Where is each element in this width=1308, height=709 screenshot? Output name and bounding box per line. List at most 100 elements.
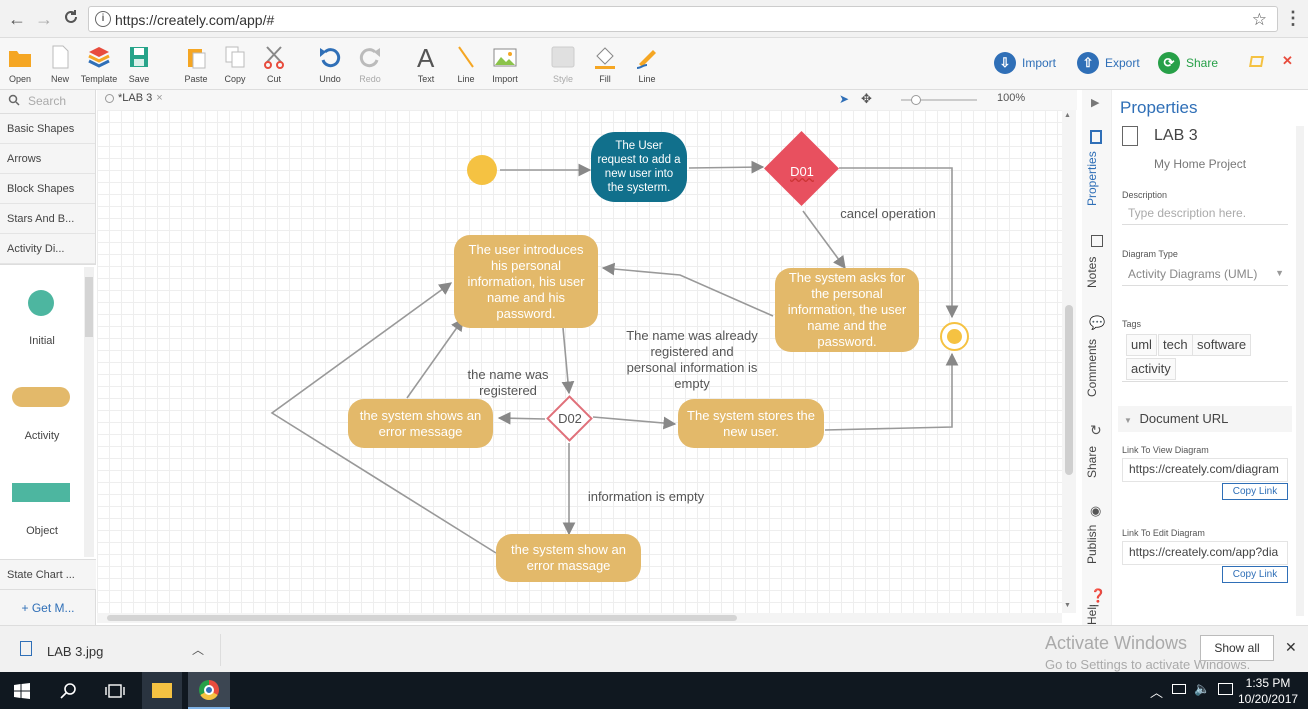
library-state-chart[interactable]: State Chart ... bbox=[0, 560, 96, 590]
cut-button[interactable]: Cut bbox=[254, 44, 294, 84]
close-downloads-button[interactable]: ✕ bbox=[1285, 639, 1297, 655]
edit-link-field[interactable]: https://creately.com/app?dia bbox=[1122, 541, 1288, 565]
library-search[interactable]: Search bbox=[0, 90, 95, 114]
canvas-vertical-scrollbar[interactable]: ▲ ▼ bbox=[1062, 110, 1076, 613]
reload-button[interactable] bbox=[60, 8, 82, 30]
clock-date[interactable]: 10/20/2017 bbox=[1238, 692, 1299, 706]
paste-button[interactable]: Paste bbox=[176, 44, 216, 84]
document-tab[interactable]: *LAB 3 × bbox=[105, 92, 163, 104]
chrome-taskbar[interactable] bbox=[188, 672, 230, 709]
activity-user-introduces[interactable]: The user introduces his personal informa… bbox=[454, 235, 598, 328]
object-shape[interactable] bbox=[12, 483, 70, 502]
tag-uml[interactable]: uml bbox=[1126, 334, 1157, 356]
palette-scrollbar[interactable] bbox=[84, 267, 94, 557]
redo-button[interactable]: Redo bbox=[350, 44, 390, 84]
fill-button[interactable]: Fill bbox=[585, 44, 625, 84]
browser-menu-icon[interactable]: ⋮ bbox=[1284, 8, 1302, 28]
line-button[interactable]: Line bbox=[446, 44, 486, 84]
search-input[interactable]: Search bbox=[28, 94, 67, 108]
volume-icon[interactable]: 🔈 bbox=[1194, 681, 1211, 696]
canvas-horizontal-scrollbar[interactable] bbox=[97, 613, 1062, 623]
properties-scrollbar[interactable] bbox=[1296, 126, 1304, 616]
tab-comments[interactable]: Comments bbox=[1085, 338, 1099, 397]
bookmark-star-icon[interactable]: ☆ bbox=[1251, 10, 1267, 29]
copy-edit-link-button[interactable]: Copy Link bbox=[1222, 566, 1288, 583]
close-app-button[interactable]: ✕ bbox=[1282, 53, 1293, 68]
import-button[interactable]: ⇩ Import bbox=[994, 52, 1056, 74]
tab-close-button[interactable]: × bbox=[156, 92, 163, 104]
chevron-up-icon[interactable]: ︿ bbox=[192, 643, 205, 657]
export-button[interactable]: ⇧ Export bbox=[1077, 52, 1140, 74]
pan-tool-icon[interactable]: ✥ bbox=[861, 91, 872, 106]
clock-time[interactable]: 1:35 PM bbox=[1245, 676, 1291, 690]
tab-share[interactable]: Share bbox=[1085, 445, 1099, 479]
library-activity-diagrams[interactable]: Activity Di... bbox=[0, 234, 95, 264]
open-button[interactable]: Open bbox=[0, 44, 40, 84]
horizontal-scroll-thumb[interactable] bbox=[107, 615, 737, 621]
tag-tech[interactable]: tech bbox=[1158, 334, 1193, 356]
folder-taskbar-icon bbox=[152, 683, 172, 698]
task-view-icon[interactable] bbox=[105, 683, 125, 699]
zoom-slider[interactable] bbox=[901, 95, 977, 105]
activity-system-stores[interactable]: The system stores the new user. bbox=[678, 399, 824, 448]
share-button[interactable]: ⟳ Share bbox=[1158, 52, 1218, 74]
library-stars[interactable]: Stars And B... bbox=[0, 204, 95, 234]
activity-show-error-massage[interactable]: the system show an error massage bbox=[496, 534, 641, 582]
fullscreen-icon[interactable] bbox=[1249, 56, 1264, 67]
text-button[interactable]: A Text bbox=[406, 44, 446, 84]
template-button[interactable]: Template bbox=[79, 44, 119, 84]
tags-field[interactable]: uml tech software activity bbox=[1122, 332, 1288, 382]
import-image-button[interactable]: Import bbox=[485, 44, 525, 84]
file-explorer-taskbar[interactable] bbox=[142, 672, 182, 709]
collapse-panel-icon[interactable]: ▶ bbox=[1091, 97, 1100, 109]
line-color-button[interactable]: Line bbox=[627, 44, 667, 84]
forward-button[interactable]: → bbox=[35, 9, 53, 29]
tab-properties[interactable]: Properties bbox=[1085, 151, 1099, 207]
address-bar[interactable]: i https://creately.com/app/# ☆ bbox=[88, 6, 1278, 32]
save-button[interactable]: Save bbox=[119, 44, 159, 84]
library-basic-shapes[interactable]: Basic Shapes bbox=[0, 114, 95, 144]
document-url-section[interactable]: ▼ Document URL bbox=[1118, 406, 1292, 432]
initial-shape[interactable] bbox=[28, 290, 54, 316]
new-button[interactable]: New bbox=[40, 44, 80, 84]
tab-help[interactable]: Help bbox=[1085, 605, 1099, 625]
windows-start-icon[interactable] bbox=[14, 683, 30, 699]
network-icon[interactable] bbox=[1172, 684, 1186, 694]
tag-software[interactable]: software bbox=[1192, 334, 1252, 356]
share-label: Share bbox=[1186, 56, 1219, 70]
diagram-type-select[interactable]: Activity Diagrams (UML) ▼ bbox=[1122, 264, 1288, 286]
copy-button[interactable]: Copy bbox=[215, 44, 255, 84]
activity-shows-error[interactable]: the system shows an error message bbox=[348, 399, 493, 448]
copy-view-link-button[interactable]: Copy Link bbox=[1222, 483, 1288, 500]
back-button[interactable]: ← bbox=[8, 9, 26, 29]
line-color-icon bbox=[636, 50, 656, 69]
activity-system-asks[interactable]: The system asks for the personal informa… bbox=[775, 268, 919, 352]
tray-chevron-icon[interactable]: ︿ bbox=[1150, 685, 1164, 700]
description-field[interactable]: Type description here. bbox=[1122, 203, 1288, 225]
library-block-shapes[interactable]: Block Shapes bbox=[0, 174, 95, 204]
tag-activity[interactable]: activity bbox=[1126, 358, 1176, 380]
library-arrows[interactable]: Arrows bbox=[0, 144, 95, 174]
get-more-button[interactable]: + Get M... bbox=[21, 601, 75, 615]
document-name[interactable]: LAB 3 bbox=[1154, 127, 1198, 144]
notification-icon[interactable] bbox=[1218, 683, 1233, 695]
final-node[interactable] bbox=[940, 322, 969, 351]
activity-user-request[interactable]: The User request to add a new user into … bbox=[591, 132, 687, 202]
tab-notes[interactable]: Notes bbox=[1085, 256, 1099, 288]
search-taskbar-icon[interactable] bbox=[60, 682, 78, 700]
initial-node[interactable] bbox=[467, 155, 497, 185]
activity-shape[interactable] bbox=[12, 387, 70, 407]
view-link-field[interactable]: https://creately.com/diagram bbox=[1122, 458, 1288, 482]
style-button[interactable]: Style bbox=[543, 44, 583, 84]
zoom-level[interactable]: 100% bbox=[997, 92, 1026, 104]
diagram-canvas[interactable]: The User request to add a new user into … bbox=[97, 110, 1062, 613]
pointer-tool-icon[interactable]: ➤ bbox=[839, 92, 850, 106]
vertical-scroll-thumb[interactable] bbox=[1065, 305, 1073, 475]
undo-button[interactable]: Undo bbox=[310, 44, 350, 84]
download-file-name[interactable]: LAB 3.jpg bbox=[47, 644, 104, 659]
show-all-button[interactable]: Show all bbox=[1200, 635, 1274, 661]
tab-publish[interactable]: Publish bbox=[1085, 524, 1099, 564]
paste-label: Paste bbox=[184, 74, 208, 84]
line-label: Line bbox=[457, 74, 475, 84]
connector-request-d01 bbox=[688, 160, 765, 174]
